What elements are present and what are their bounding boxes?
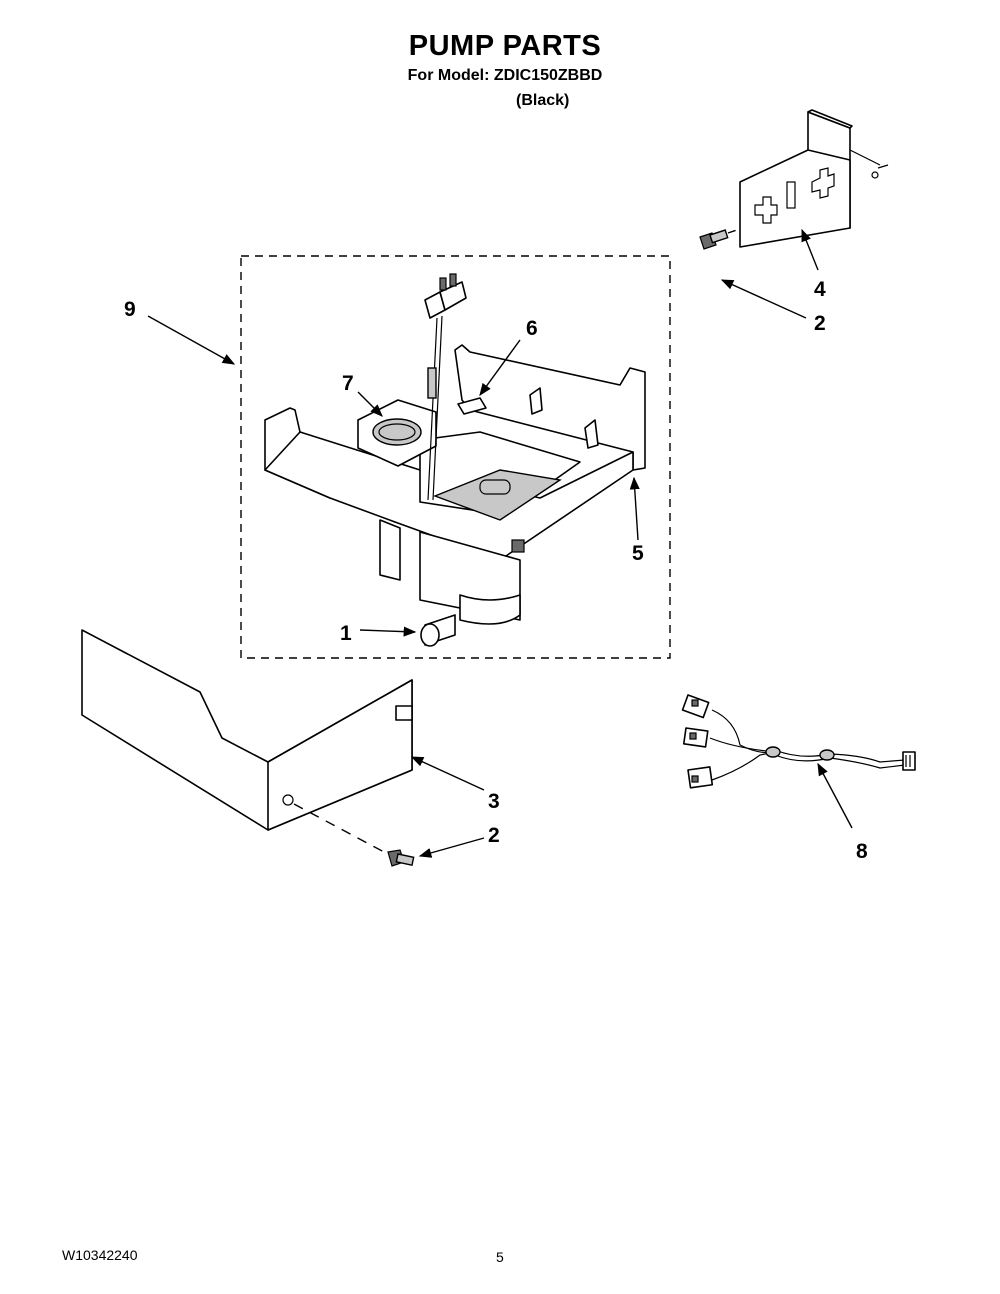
callout-3: 3: [488, 790, 500, 813]
pump-outlet-part-1: [420, 614, 456, 647]
clip-part-6: [457, 397, 487, 415]
callout-9: 9: [124, 298, 136, 321]
leader-5: [629, 476, 640, 541]
page-number: 5: [496, 1249, 504, 1265]
leader-2b: [418, 837, 485, 858]
leader-2a: [720, 279, 807, 319]
callout-5: 5: [632, 542, 644, 565]
assembly-dashed-box: [240, 255, 671, 659]
page-title: PUMP PARTS: [408, 30, 602, 62]
leader-9: [147, 315, 236, 365]
leader-6: [479, 339, 521, 397]
callout-2b: 2: [488, 824, 500, 847]
callout-6: 6: [526, 317, 538, 340]
leader-3: [410, 756, 485, 791]
pump-wire-connector: [424, 273, 467, 501]
callout-8: 8: [856, 840, 868, 863]
callout-4: 4: [814, 278, 826, 301]
screw-top: [699, 228, 741, 250]
leader-1: [359, 626, 417, 637]
color-line: (Black): [516, 92, 570, 109]
callout-2a: 2: [814, 312, 826, 335]
model-line: For Model: ZDIC150ZBBD: [407, 67, 603, 84]
document-number: W10342240: [62, 1247, 138, 1263]
callout-1: 1: [340, 622, 352, 645]
leader-8: [817, 762, 853, 829]
wire-harness-part-8: [681, 694, 916, 789]
callout-7: 7: [342, 372, 354, 395]
bracket-part-4: [739, 109, 889, 248]
panel-part-3: [81, 629, 413, 853]
tray-frame-part-5: [264, 344, 646, 625]
screw-bottom: [387, 849, 415, 867]
leader-7: [357, 391, 383, 417]
leader-4: [801, 228, 819, 271]
